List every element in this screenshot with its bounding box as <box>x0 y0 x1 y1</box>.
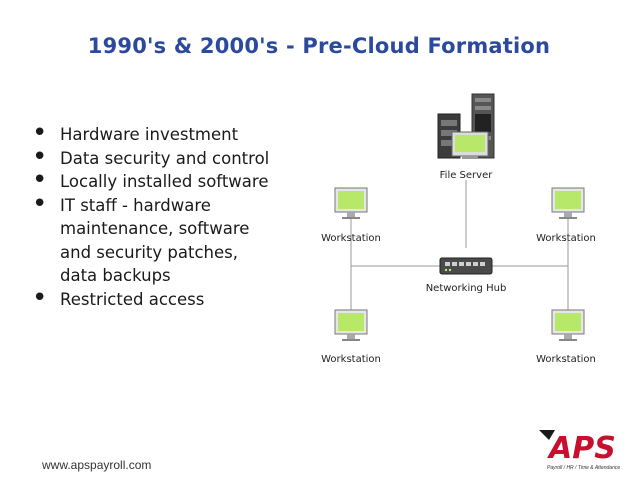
file-server-icon <box>437 93 495 159</box>
bullet-item: • IT staff - hardware maintenance, softw… <box>30 188 269 288</box>
bullet-text: Data security and control <box>60 148 270 168</box>
workstation-icon <box>334 187 368 219</box>
bullet-text: IT staff - hardware <box>60 195 211 215</box>
bullet-list: • Hardware investment • Data security and … <box>30 118 270 313</box>
file-server-label: File Server <box>440 170 494 181</box>
bullet-text: maintenance, software <box>60 219 250 238</box>
bullet-dot-icon: • <box>32 165 48 195</box>
workstation-icon <box>334 309 368 341</box>
workstation-label: Workstation <box>321 354 381 365</box>
networking-hub-icon <box>439 257 493 275</box>
bullet-dot-icon: • <box>32 118 48 148</box>
bullet-item: • Locally installed software <box>30 165 269 195</box>
bullet-text: Restricted access <box>60 289 205 309</box>
bullet-dot-icon: • <box>32 282 48 313</box>
aps-logo: APS Payroll / HR / Time & Attendance <box>539 430 620 471</box>
aps-logo-text: APS <box>547 431 616 466</box>
slide-title: 1990's & 2000's - Pre-Cloud Formation <box>87 34 551 58</box>
bullet-item: • Hardware investment <box>30 118 269 148</box>
workstation-icon <box>551 187 585 219</box>
footer-url: www.apspayroll.com <box>42 458 152 472</box>
bullet-text: Hardware investment <box>60 125 239 144</box>
network-connections <box>350 180 569 312</box>
bullet-dot-icon: • <box>32 141 48 172</box>
workstation-label: Workstation <box>536 233 596 244</box>
workstation-label: Workstation <box>321 233 381 244</box>
networking-hub-label: Networking Hub <box>426 283 507 294</box>
workstation-label: Workstation <box>536 354 596 365</box>
bullet-item: • Data security and control <box>30 141 270 172</box>
bullet-text: data backups <box>60 266 171 285</box>
bullet-item: • Restricted access <box>30 282 269 313</box>
aps-logo-tagline: Payroll / HR / Time & Attendance <box>547 465 620 471</box>
bullet-text: Locally installed software <box>60 172 269 191</box>
bullet-text: and security patches, <box>60 242 238 262</box>
aps-logo-mark: APS Payroll / HR / Time & Attendance <box>539 430 620 471</box>
bullet-dot-icon: • <box>32 188 48 219</box>
network-diagram: File Server Networking Hub Workstation W… <box>321 93 596 365</box>
workstation-icon <box>551 309 585 341</box>
